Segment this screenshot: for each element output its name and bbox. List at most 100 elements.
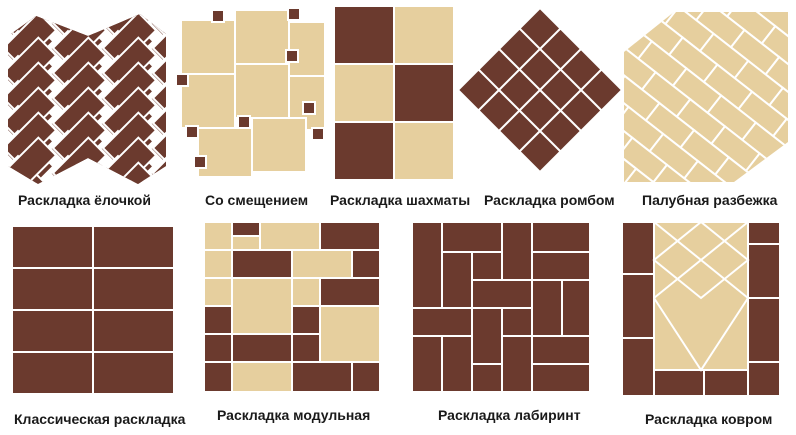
tile xyxy=(291,361,353,392)
tile xyxy=(291,277,321,307)
tile xyxy=(471,307,503,365)
tile xyxy=(92,309,174,353)
tile xyxy=(441,222,503,253)
tile xyxy=(771,117,788,165)
tile xyxy=(148,179,166,184)
tile xyxy=(251,117,307,173)
tile xyxy=(441,251,473,309)
tile xyxy=(204,249,233,279)
tile xyxy=(285,49,299,63)
pattern-maze xyxy=(412,222,590,392)
tile xyxy=(234,9,290,65)
caption-checker: Раскладка шахматы xyxy=(330,192,471,208)
tile xyxy=(624,12,650,30)
tile xyxy=(291,305,321,335)
tile xyxy=(92,267,174,311)
modular-tiles xyxy=(204,222,380,392)
tile xyxy=(653,369,705,396)
tile xyxy=(151,14,166,68)
tile xyxy=(334,63,395,123)
grout-line xyxy=(653,297,749,372)
pattern-deck xyxy=(624,12,788,182)
tile xyxy=(531,335,590,365)
diamond-tiles xyxy=(458,8,622,174)
tile xyxy=(652,163,704,182)
tile xyxy=(622,273,655,339)
tile xyxy=(471,279,533,309)
grout-line xyxy=(652,222,750,300)
tile xyxy=(204,222,233,251)
caption-modular: Раскладка модульная xyxy=(217,407,371,423)
tile xyxy=(319,222,380,251)
tile xyxy=(12,351,94,394)
tile xyxy=(12,226,94,269)
tile xyxy=(231,361,293,392)
tile xyxy=(204,305,233,335)
tile xyxy=(302,101,316,115)
tile xyxy=(151,14,166,43)
tile xyxy=(747,243,780,299)
tile xyxy=(231,277,293,335)
diamond-group xyxy=(458,8,622,174)
tile xyxy=(351,249,380,279)
tile xyxy=(185,125,199,139)
tile xyxy=(151,14,166,18)
tile xyxy=(204,361,233,392)
tile xyxy=(151,61,166,118)
deck-tiles xyxy=(624,12,788,182)
tile xyxy=(531,251,590,281)
tile xyxy=(334,121,395,181)
tile xyxy=(231,235,261,251)
tile xyxy=(501,307,533,337)
tile xyxy=(176,73,189,87)
checker-tiles xyxy=(334,6,454,181)
deck-group xyxy=(624,12,788,182)
tile xyxy=(518,129,562,174)
tile xyxy=(8,14,58,18)
tile xyxy=(747,361,780,396)
tile xyxy=(747,222,780,245)
tile xyxy=(622,222,655,275)
tile xyxy=(682,159,734,182)
tile xyxy=(561,279,590,337)
herringbone-tiles xyxy=(8,6,166,184)
tile xyxy=(180,19,236,75)
tile xyxy=(259,222,321,251)
tile xyxy=(531,279,563,337)
tile xyxy=(180,73,236,129)
herringbone-group xyxy=(8,6,166,184)
tile xyxy=(531,222,590,253)
tile xyxy=(287,7,301,21)
tile xyxy=(92,351,174,394)
pattern-diamond xyxy=(458,8,622,176)
tile xyxy=(311,127,324,141)
tile xyxy=(291,333,321,363)
tile xyxy=(48,179,105,184)
tile xyxy=(50,6,103,9)
caption-herringbone: Раскладка ёлочкой xyxy=(18,192,151,208)
tile xyxy=(412,307,473,337)
tile xyxy=(334,6,395,65)
grout-line xyxy=(653,222,749,299)
tile xyxy=(98,179,155,184)
tile xyxy=(351,361,380,392)
offset-tiles xyxy=(176,7,324,176)
tile xyxy=(703,369,749,396)
tile xyxy=(92,226,174,269)
tile xyxy=(151,86,166,143)
pattern-offset xyxy=(176,6,324,176)
tile xyxy=(12,309,94,353)
caption-carpet: Раскладка ковром xyxy=(645,411,773,427)
tile xyxy=(8,179,55,184)
tile xyxy=(393,6,454,65)
tile xyxy=(291,249,353,279)
pattern-herringbone xyxy=(8,6,168,186)
tile xyxy=(441,335,473,392)
caption-deck: Палубная разбежка xyxy=(642,192,778,208)
pattern-carpet xyxy=(622,222,780,396)
tile xyxy=(234,63,290,119)
carpet-tiles xyxy=(622,222,780,396)
tile xyxy=(231,333,293,363)
tile xyxy=(412,335,443,392)
tile xyxy=(237,115,251,129)
